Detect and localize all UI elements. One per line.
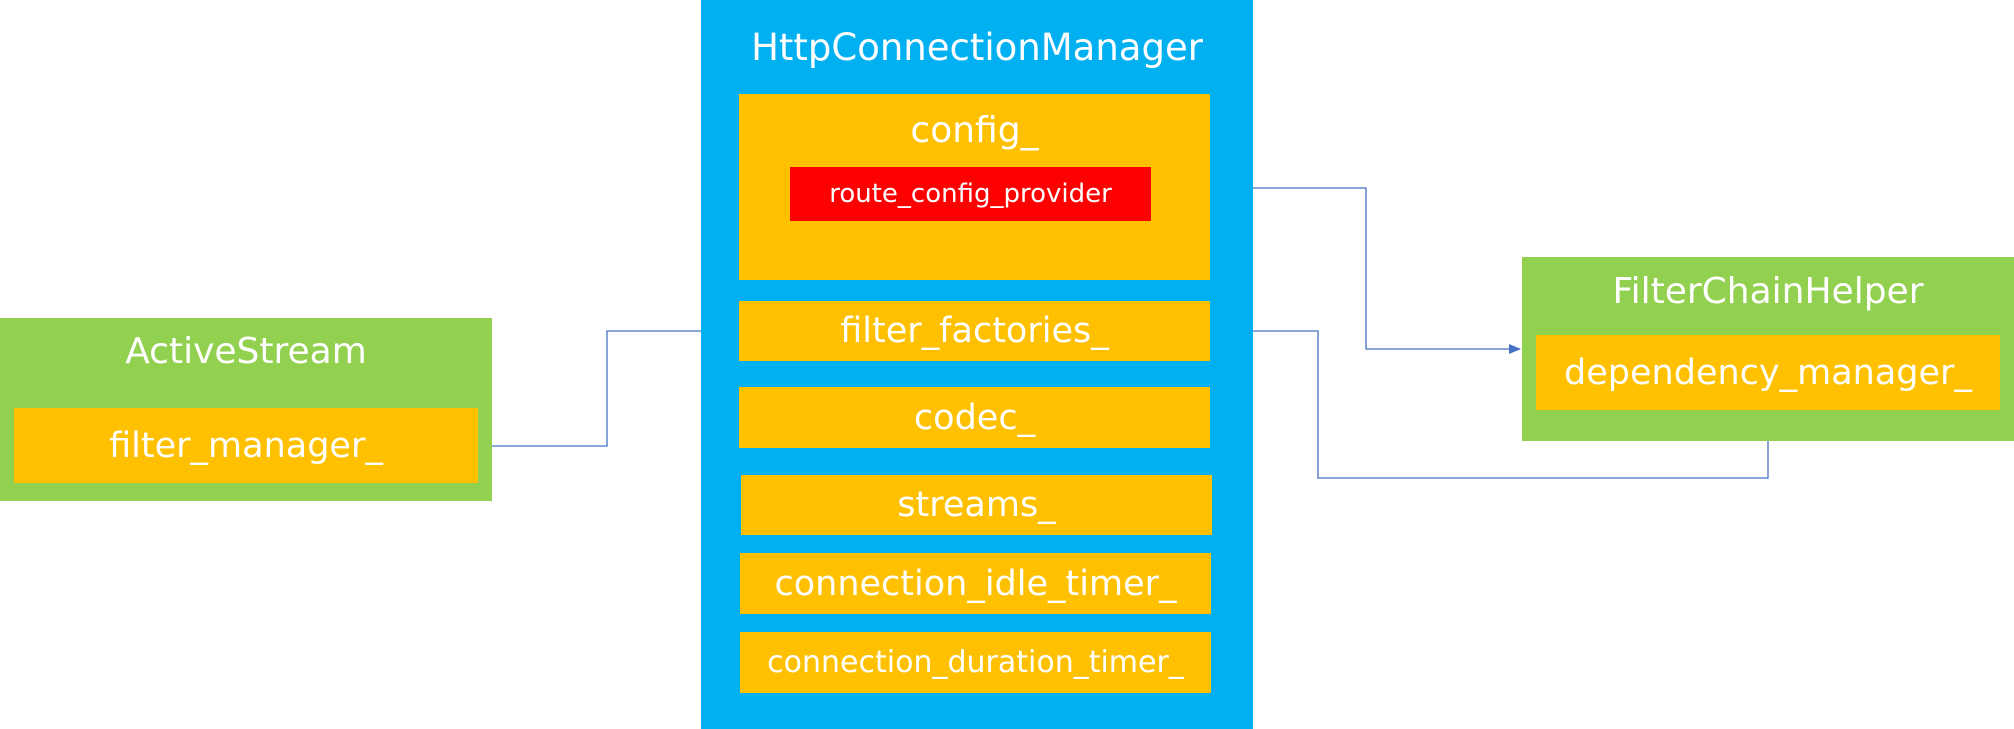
http-connection-manager-title: HttpConnectionManager [751, 26, 1203, 69]
dependency-manager-field: dependency_manager_ [1536, 335, 2000, 410]
filter-manager-field: filter_manager_ [14, 408, 478, 483]
connection-idle-timer-field: connection_idle_timer_ [740, 553, 1211, 614]
route-config-provider-field: route_config_provider [790, 167, 1151, 221]
config-field: config_ route_config_provider [739, 94, 1210, 280]
codec-field: codec_ [739, 387, 1210, 448]
filter-factories-field: filter_factories_ [739, 301, 1210, 361]
connection-duration-timer-field: connection_duration_timer_ [740, 632, 1211, 693]
filter-chain-helper-box: FilterChainHelper dependency_manager_ [1522, 257, 2014, 441]
arrow-filter-chain-helper-to-filter-factories [1210, 326, 1769, 479]
http-connection-manager-box: HttpConnectionManager config_ route_conf… [701, 0, 1253, 729]
active-stream-box: ActiveStream filter_manager_ [0, 318, 492, 501]
arrow-filter-factories-to-filter-manager [477, 330, 738, 451]
streams-field: streams_ [741, 475, 1212, 535]
filter-chain-helper-title: FilterChainHelper [1612, 271, 1924, 312]
arrow-route-config-to-dependency-manager [1210, 187, 1521, 354]
active-stream-title: ActiveStream [125, 331, 367, 372]
config-label: config_ [910, 110, 1039, 151]
